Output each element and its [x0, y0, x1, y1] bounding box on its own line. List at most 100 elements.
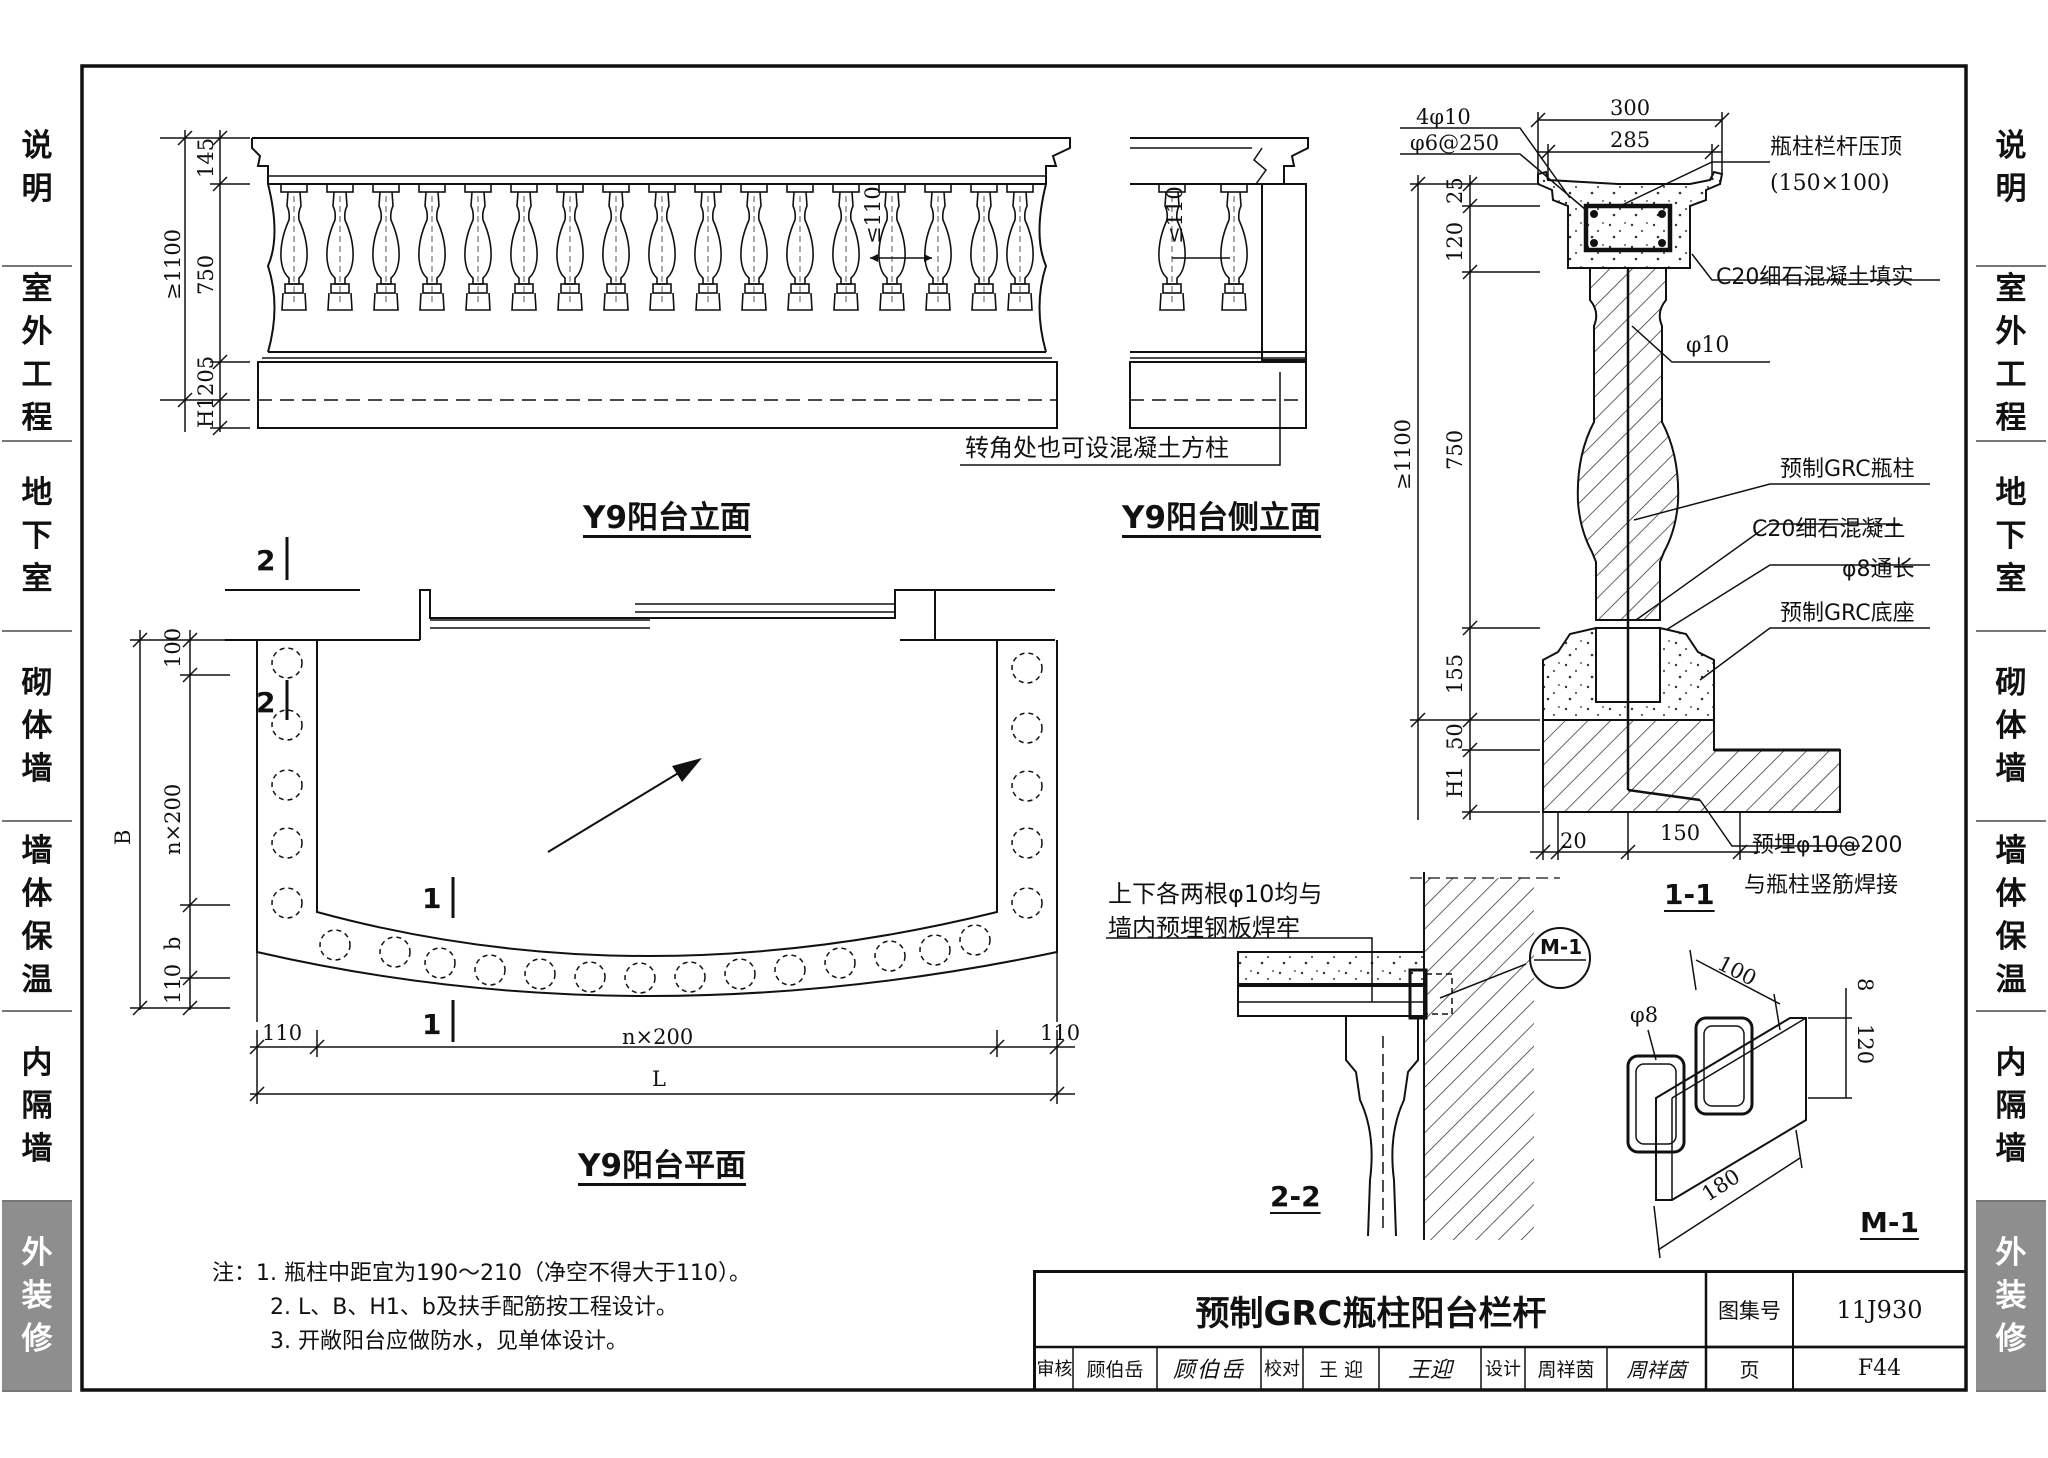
section-dim-25: 25 [1443, 177, 1467, 204]
baluster-2 [325, 183, 355, 311]
section-cap-rebar [1590, 210, 1666, 247]
side-tab-right-3[interactable]: 砌体墙 [1976, 632, 2046, 822]
side-tab-char: 室 [21, 270, 53, 307]
section-cap-core [1583, 203, 1673, 253]
section-dim-155: 155 [1443, 654, 1467, 694]
section-dim-top-ticks [1530, 112, 1730, 180]
side-tab-left-4[interactable]: 墙体保温 [2, 822, 72, 1012]
elevation-gap-label: ≤110 [861, 186, 885, 244]
title-block: 预制GRC瓶柱阳台栏杆 图集号 11J930 审核 顾伯岳 顾伯岳 校对 王 迎… [1033, 1270, 1966, 1389]
elevation-right-end [1038, 183, 1048, 353]
side-pier [1261, 183, 1307, 361]
elevation-left-end [266, 183, 276, 353]
title-block-checker-signature: 王迎 [1407, 1358, 1452, 1383]
section-label-baluster: 预制GRC瓶柱 [1780, 457, 1915, 482]
plan-dim-n200-h: n×200 [622, 1025, 693, 1049]
m1-anchor-1 [1626, 1054, 1686, 1154]
baluster-9 [647, 183, 677, 311]
side-note-text: 转角处也可设混凝土方柱 [965, 434, 1229, 462]
section-label-fill: C20细石混凝土填实 [1716, 265, 1913, 290]
title-block-grid [1033, 1270, 1966, 1389]
side-note-leader [960, 372, 1281, 466]
section-2-2-title: 2-2 [1270, 1180, 1321, 1213]
elevation-drawing: ≤110 ≥1100 145 750 205 H1 [160, 130, 1071, 436]
baluster-10 [693, 183, 723, 311]
side-tab-right-1[interactable]: 室外工程 [1976, 267, 2046, 442]
plan-dim-v-ticks [130, 632, 230, 1016]
title-block-reviewer: 顾伯岳 [1086, 1358, 1144, 1381]
m1-phi8-leader [1647, 1029, 1657, 1061]
side-tab-char: 外 [21, 313, 53, 350]
side-tab-char: 外 [1995, 1234, 2027, 1271]
side-tab-right-0[interactable]: 说明 [1976, 70, 2046, 267]
section-dim-120: 120 [1443, 222, 1467, 262]
baluster-4 [417, 183, 447, 311]
side-gap-label: ≤110 [1163, 186, 1187, 244]
side-tab-left-5[interactable]: 内隔墙 [2, 1012, 72, 1202]
note-line-3: 3. 开敞阳台应做防水，见单体设计。 [270, 1329, 628, 1354]
elevation-dim-ticks [160, 130, 250, 436]
title-block-page-label: 页 [1739, 1357, 1760, 1382]
section-2-2-callout-leader [1439, 963, 1527, 999]
plan-section-mark-2b: 2 [256, 686, 275, 719]
side-tab-label: 外装修 [22, 1232, 53, 1361]
m1-anchor-1-inner [1635, 1063, 1677, 1145]
side-tab-char: 程 [1995, 399, 2027, 436]
section-label-phi8: φ8通长 [1842, 557, 1915, 582]
side-tab-char: 墙 [1995, 833, 2027, 869]
section-2-2-handrail [1237, 951, 1425, 985]
section-1-1-title: 1-1 [1664, 878, 1715, 911]
side-tab-char: 地 [1995, 474, 2027, 511]
side-tab-right-6[interactable]: 外装修 [1976, 1202, 2046, 1392]
side-tab-char: 装 [1995, 1277, 2027, 1314]
side-tab-label: 说明 [22, 125, 53, 211]
baluster-16 [969, 183, 999, 311]
section-2-2-callout-circle [1529, 927, 1591, 989]
baluster-5 [463, 183, 493, 311]
plan-title: Y9阳台平面 [578, 1148, 747, 1184]
section-2-2-note-leader [1106, 937, 1373, 1002]
elevation-dim-205: 205 [194, 356, 218, 396]
side-tab-label: 地下室 [1996, 472, 2027, 601]
section-base [1542, 626, 1715, 721]
side-tab-char: 温 [21, 962, 53, 998]
m1-dim-180: 180 [1698, 1164, 1745, 1206]
side-tab-char: 体 [21, 876, 53, 912]
side-tab-char: 内 [1995, 1044, 2027, 1081]
side-tab-char: 体 [1995, 876, 2027, 912]
side-tab-char: 地 [21, 474, 53, 511]
title-block-drawing-title: 预制GRC瓶柱阳台栏杆 [1195, 1293, 1547, 1334]
side-tab-left-3[interactable]: 砌体墙 [2, 632, 72, 822]
side-tab-char: 工 [1995, 356, 2027, 393]
section-right-labels: 瓶柱栏杆压顶 (150×100) C20细石混凝土填实 φ10 预制GRC瓶柱 … [1686, 135, 1915, 898]
section-dim-150: 150 [1660, 821, 1700, 845]
side-tab-right-2[interactable]: 地下室 [1976, 442, 2046, 632]
side-tab-label: 地下室 [22, 472, 53, 601]
side-tab-right-4[interactable]: 墙体保温 [1976, 822, 2046, 1012]
side-tab-left-6[interactable]: 外装修 [2, 1202, 72, 1392]
section-rebar-leader-2 [1400, 153, 1587, 211]
baluster-8 [601, 183, 631, 311]
section-dim-285-label: 285 [1610, 128, 1650, 152]
side-tab-char: 外 [21, 1234, 53, 1271]
side-tab-left-2[interactable]: 地下室 [2, 442, 72, 632]
plan-drawing: 2 2 1 1 B 100 n×200 b 110 [111, 537, 1080, 1104]
plan-dim-n200-v: n×200 [161, 784, 185, 855]
side-tab-left-0[interactable]: 说明 [2, 70, 72, 267]
section-1-1-drawing: 300 285 ≥1100 25 120 750 155 50 H1 [1391, 96, 1940, 898]
side-tab-right-5[interactable]: 内隔墙 [1976, 1012, 2046, 1202]
title-block-atlas-label: 图集号 [1718, 1299, 1781, 1323]
baluster-1 [279, 183, 309, 311]
side-tab-char: 墙 [1995, 1130, 2027, 1167]
side-tab-char: 体 [1995, 707, 2027, 744]
side-tab-char: 下 [21, 517, 53, 554]
section-leaders [1619, 161, 1940, 847]
plan-dim-110-v: 110 [161, 964, 185, 1004]
detail-m1-title: M-1 [1860, 1206, 1919, 1239]
elevation-dim-145: 145 [194, 138, 218, 178]
section-rebar-phi6: φ6@250 [1410, 131, 1499, 155]
plan-opening [419, 589, 936, 640]
title-block-check-label: 校对 [1264, 1359, 1300, 1380]
side-tab-left-1[interactable]: 室外工程 [2, 267, 72, 442]
plan-dim-l: L [652, 1067, 666, 1091]
